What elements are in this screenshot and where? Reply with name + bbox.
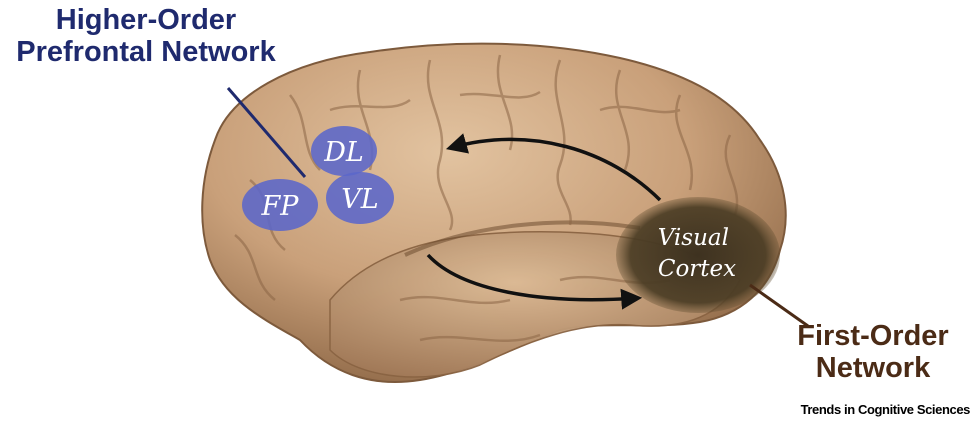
first-order-line-1: First-Order	[775, 320, 971, 352]
vl-label: VL	[341, 184, 378, 215]
visual-cortex-line-2: Cortex	[658, 256, 736, 282]
first-order-line-2: Network	[775, 352, 971, 384]
visual-cortex-line-1: Visual	[658, 225, 729, 251]
higher-order-label: Higher-Order Prefrontal Network	[0, 4, 292, 69]
fp-label: FP	[261, 191, 300, 222]
visual-cortex-region	[616, 197, 780, 313]
higher-order-line-2: Prefrontal Network	[0, 36, 292, 68]
higher-order-line-1: Higher-Order	[0, 4, 292, 36]
journal-credit: Trends in Cognitive Sciences	[801, 402, 970, 417]
first-order-label: First-Order Network	[775, 320, 971, 385]
dl-label: DL	[323, 137, 364, 168]
